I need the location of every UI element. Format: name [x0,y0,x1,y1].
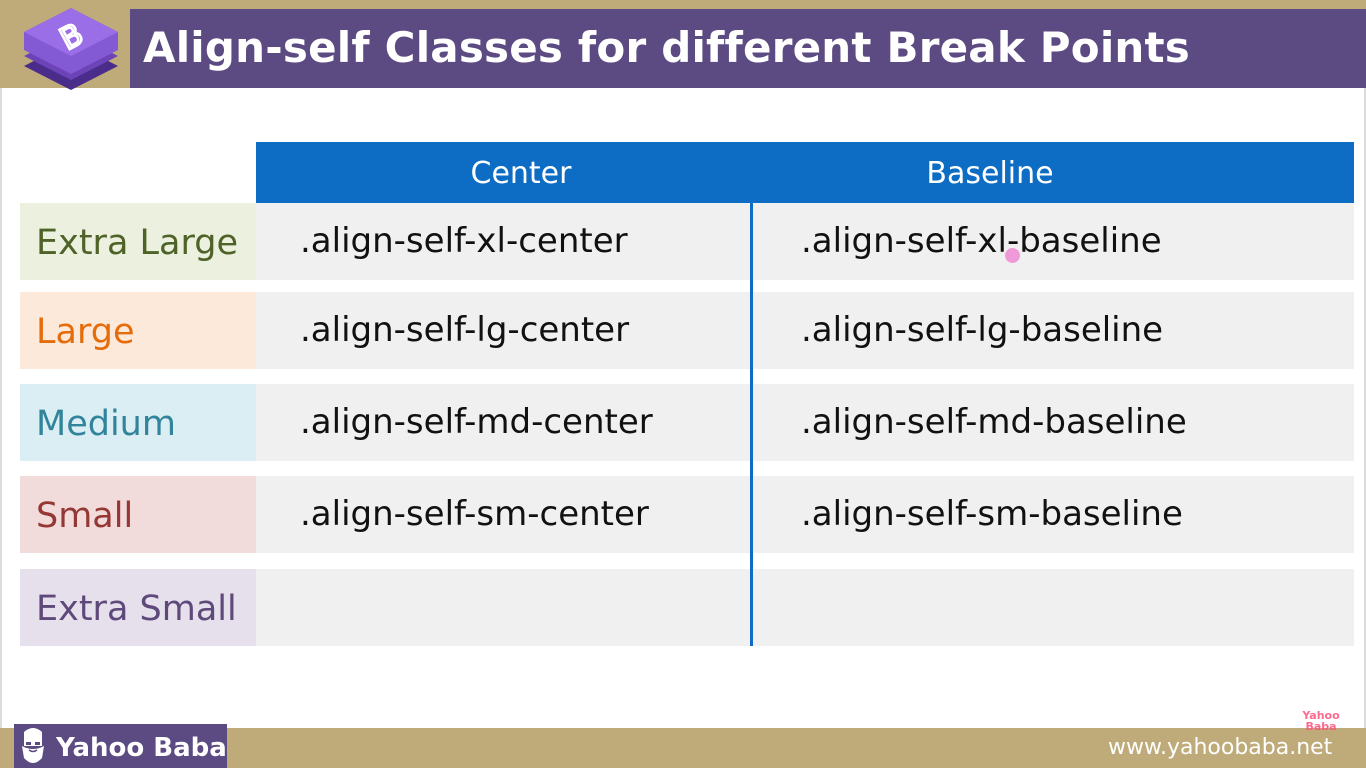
row-label-small: Small [20,476,256,553]
row-label-extra-large: Extra Large [20,203,256,280]
cell-center-sm: .align-self-sm-center [300,494,649,534]
footer-bar [0,728,1366,768]
pointer-highlight-icon [1005,248,1020,263]
column-divider [750,203,753,646]
top-accent-strip [130,0,1366,9]
right-frame-line [1364,88,1366,728]
column-header-center: Center [470,156,572,191]
cell-baseline-md: .align-self-md-baseline [801,402,1187,442]
brand-name: Yahoo Baba [56,733,227,763]
table-row [256,569,1354,646]
cell-center-md: .align-self-md-center [300,402,653,442]
website-url: www.yahoobaba.net [1108,735,1333,760]
cell-baseline-sm: .align-self-sm-baseline [801,494,1183,534]
table-row: .align-self-lg-center .align-self-lg-bas… [256,292,1354,369]
column-header-baseline: Baseline [926,156,1054,191]
cell-center-xl: .align-self-xl-center [300,221,628,261]
cell-center-lg: .align-self-lg-center [300,310,630,350]
table-row: .align-self-sm-center .align-self-sm-bas… [256,476,1354,553]
row-label-medium: Medium [20,384,256,461]
watermark-line-2: Baba [1305,720,1337,733]
bootstrap-logo-icon: B [24,8,118,90]
watermark-line-1: Yahoo [1302,709,1340,722]
table-row: .align-self-md-center .align-self-md-bas… [256,384,1354,461]
title-bar [0,0,1366,88]
table-header: Center Baseline [256,142,1354,203]
cell-baseline-lg: .align-self-lg-baseline [801,310,1164,350]
left-frame-line [0,88,2,728]
page-title: Align-self Classes for different Break P… [143,23,1191,72]
row-label-extra-small: Extra Small [20,569,256,646]
row-label-large: Large [20,292,256,369]
watermark-logo: Yahoo Baba [1298,710,1344,732]
cell-baseline-xl: .align-self-xl-baseline [801,221,1162,261]
brand-badge [14,724,227,768]
bearded-man-icon [22,728,44,763]
table-row: .align-self-xl-center .align-self-xl-bas… [256,203,1354,280]
